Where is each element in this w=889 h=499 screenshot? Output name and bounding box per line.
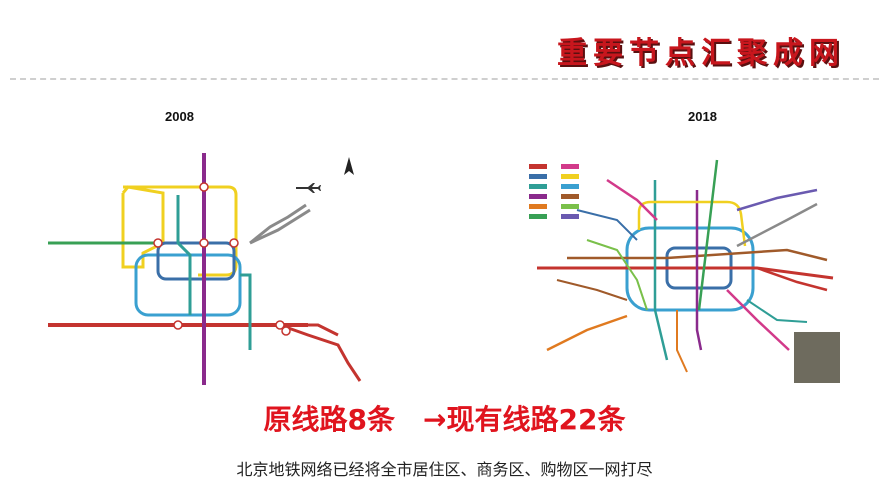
line-4 bbox=[653, 180, 669, 361]
line-fangshan bbox=[546, 314, 628, 352]
line-5 bbox=[695, 190, 703, 351]
line-batong bbox=[280, 323, 339, 337]
legend-color-bars bbox=[529, 164, 579, 219]
line-6 bbox=[567, 248, 828, 262]
airport-express-line bbox=[249, 203, 307, 245]
line-9 bbox=[586, 239, 648, 311]
line-2 bbox=[156, 241, 236, 281]
station-marker bbox=[199, 182, 209, 192]
station-marker bbox=[153, 238, 163, 248]
line-west-extra bbox=[576, 209, 638, 241]
airport-express-line-2 bbox=[249, 208, 311, 245]
subway-map-2008 bbox=[48, 135, 370, 385]
line-yizhuang bbox=[279, 323, 362, 382]
line-east-south bbox=[746, 299, 808, 323]
station-marker bbox=[229, 238, 239, 248]
corner-gray-block bbox=[794, 332, 840, 383]
line-13-loop bbox=[123, 185, 238, 277]
subway-map-2018-graphic bbox=[529, 159, 834, 373]
line-10-east bbox=[240, 273, 252, 350]
line-s1 bbox=[556, 279, 628, 301]
network-summary-text: 北京地铁网络已经将全市居住区、商务区、购物区一网打尽 bbox=[236, 460, 653, 479]
line-south bbox=[676, 310, 688, 373]
page-title: 重要节点汇聚成网 bbox=[557, 36, 845, 71]
subway-map-2008-graphic bbox=[48, 153, 362, 385]
line-yizhuang bbox=[726, 289, 790, 351]
map-2018-year-label: 2018 bbox=[688, 109, 717, 124]
station-marker bbox=[199, 238, 209, 248]
line-15 bbox=[736, 188, 818, 212]
line-10 bbox=[134, 253, 242, 317]
station-marker bbox=[281, 326, 291, 336]
line-8 bbox=[697, 159, 719, 311]
lines-count-headline: 原线路8条 →现有线路22条 bbox=[263, 403, 626, 436]
title-divider bbox=[10, 78, 879, 80]
airport-express-line bbox=[736, 202, 818, 248]
airplane-icon bbox=[296, 183, 321, 193]
line-1 bbox=[537, 266, 834, 280]
line-4 bbox=[176, 195, 192, 315]
station-marker bbox=[275, 320, 285, 330]
line-batong bbox=[756, 266, 828, 292]
line-changping bbox=[606, 178, 658, 221]
station-marker bbox=[173, 320, 183, 330]
north-arrow-icon bbox=[344, 157, 354, 175]
subway-map-2018 bbox=[527, 150, 840, 382]
map-2008-year-label: 2008 bbox=[165, 109, 194, 124]
